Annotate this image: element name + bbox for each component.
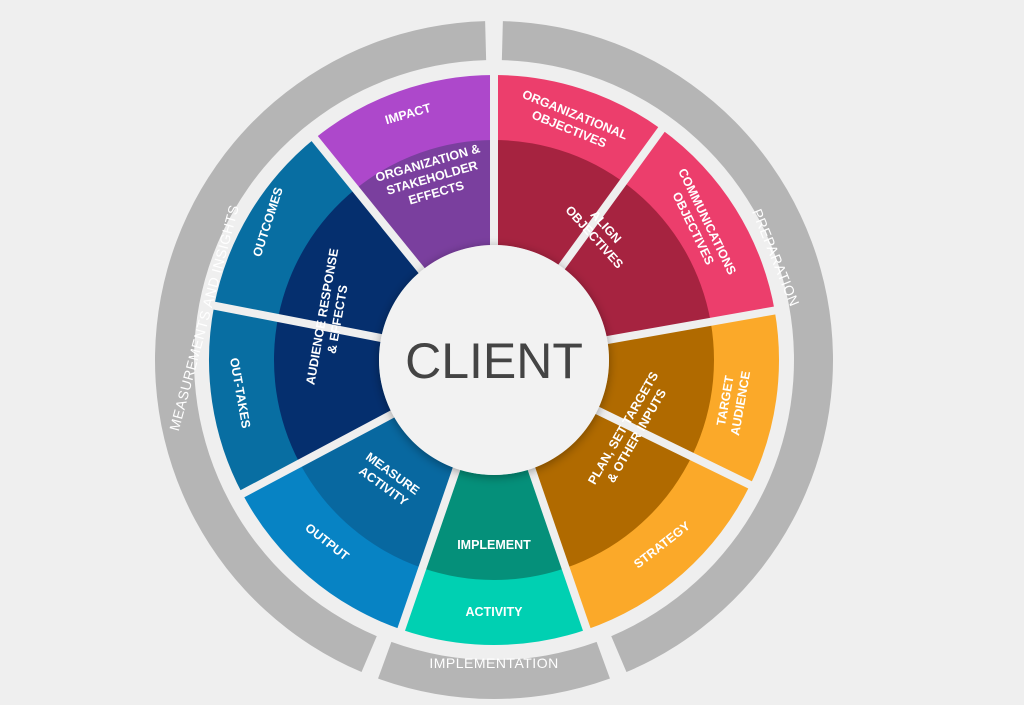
client-center-circle [379,245,609,475]
segment-separators [206,68,783,638]
phase-segment-implementation [378,641,610,699]
inner-segment-plan [531,321,714,569]
inner-segment-measure [299,413,457,569]
segment-separator [206,300,387,343]
phase-ring [155,21,833,699]
inner-segment-org-effects [355,140,494,271]
phase-segment-measurements [155,21,487,673]
segment-separator [307,130,428,278]
inner-segment-align [494,140,711,341]
label-line: IMPLEMENT [457,538,531,552]
label-line: IMPLEMENTATION [429,655,558,671]
segment-separator [526,462,593,638]
segment-separator [234,408,399,501]
inner-segment-audience [273,189,422,464]
segment-label-activity: ACTIVITY [466,605,524,619]
segment-separator [555,121,669,274]
segment-separator [601,305,783,345]
client-label: CLIENT [405,333,583,389]
phase-segment-preparation [501,21,833,673]
label-line: ACTIVITY [466,605,524,619]
segment-label-implement: IMPLEMENT [457,538,531,552]
phase-label-implementation: IMPLEMENTATION [429,655,558,671]
segment-separator [591,404,759,492]
segment-separator [395,462,462,638]
inner-ring [273,140,714,581]
inner-segment-implement [422,468,566,581]
